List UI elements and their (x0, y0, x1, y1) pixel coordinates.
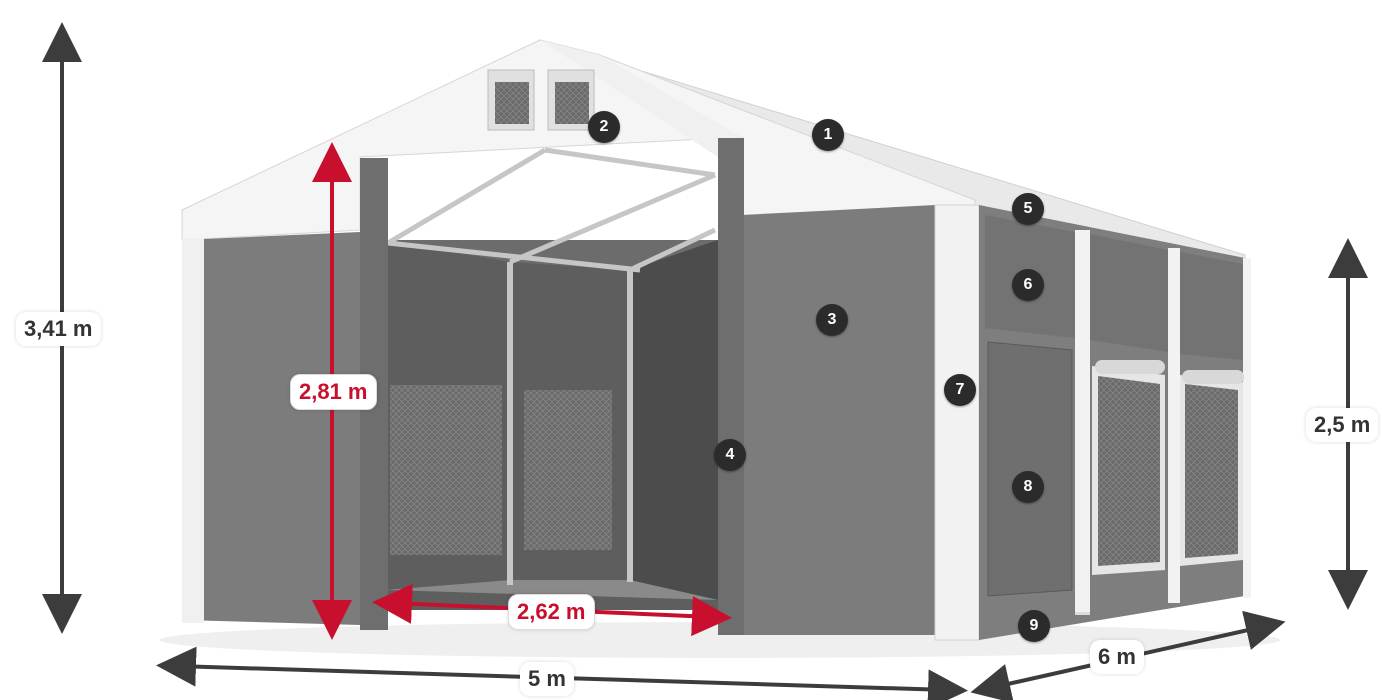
corner-pole (934, 204, 980, 641)
callout-7: 7 (944, 374, 976, 406)
interior-window-left (390, 385, 502, 555)
side-pole-1 (1075, 230, 1090, 615)
door-height-label: 2,81 m (290, 374, 377, 410)
side-door (987, 341, 1073, 597)
side-pole-3 (1243, 258, 1251, 598)
callout-6: 6 (1012, 269, 1044, 301)
door-width-label: 2,62 m (508, 594, 595, 630)
callout-3: 3 (816, 304, 848, 336)
side-pole-2 (1168, 248, 1180, 603)
callout-1: 1 (812, 119, 844, 151)
door-post-right (718, 138, 744, 635)
callout-2: 2 (588, 111, 620, 143)
callout-4: 4 (714, 439, 746, 471)
callout-8: 8 (1012, 471, 1044, 503)
callout-9: 9 (1018, 610, 1050, 642)
length-label: 6 m (1090, 640, 1144, 674)
width-label: 5 m (520, 662, 574, 696)
callout-5: 5 (1012, 193, 1044, 225)
front-left-corner-pole (182, 238, 204, 623)
front-wall-right (744, 205, 935, 635)
interior-window-right (524, 390, 612, 550)
side-height-label: 2,5 m (1306, 408, 1379, 442)
total-height-label: 3,41 m (16, 312, 101, 346)
